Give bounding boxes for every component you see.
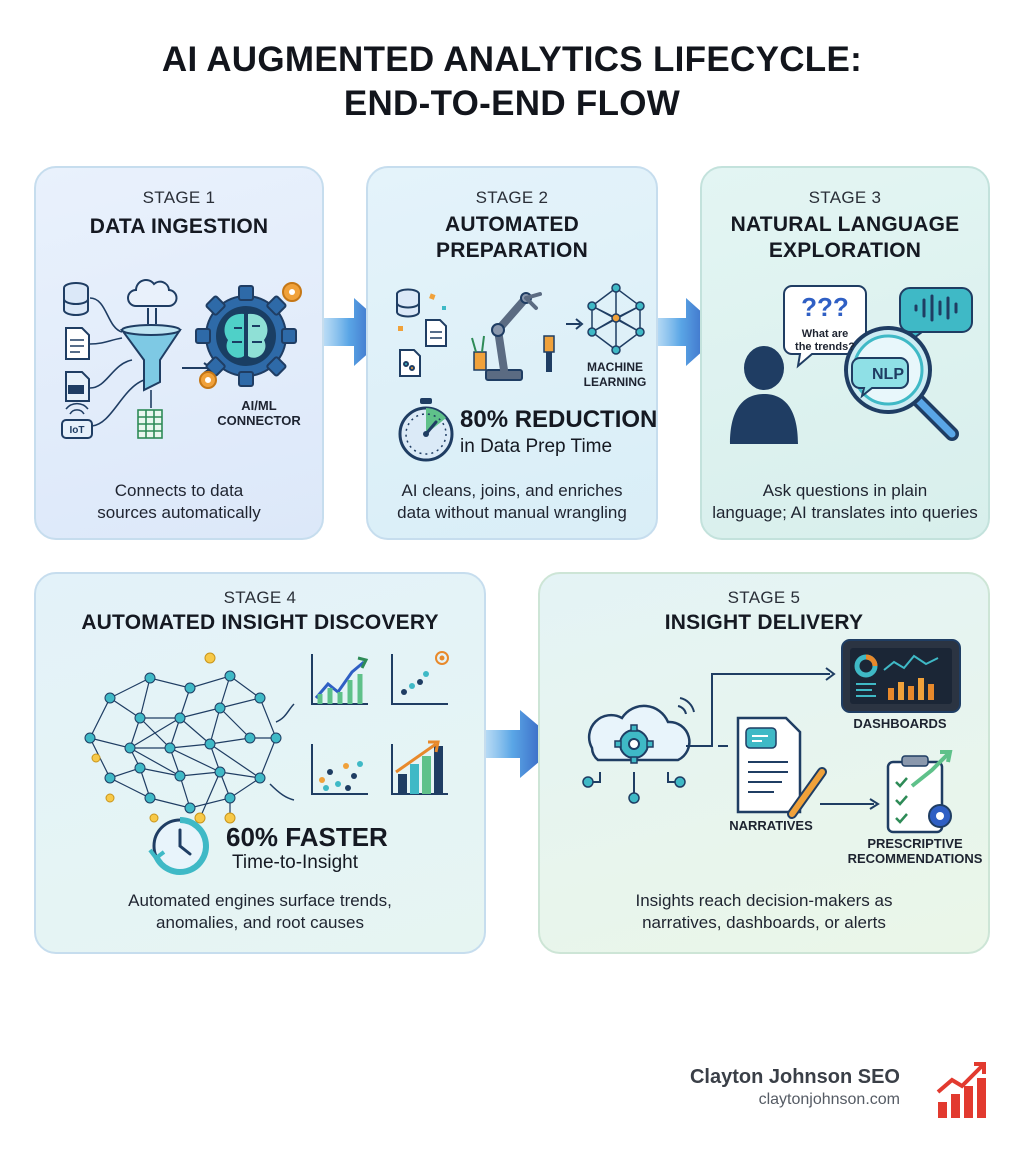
stage-5-heading: INSIGHT DELIVERY [664,611,864,634]
stage-3-description: Ask questions in plain language; AI tran… [712,481,978,522]
speech-bubble-icon [783,285,867,369]
flow-arrow-4-to-5 [454,710,560,778]
page-title: AI AUGMENTED ANALYTICS LIFECYCLE: END-TO… [0,38,1024,126]
database-icon [63,282,89,316]
title-line-2: END-TO-END FLOW [343,84,681,123]
database-icon [396,288,420,318]
chart-file-icon [399,349,421,377]
ai-ml-connector-label: AI/ML CONNECTOR [217,398,301,428]
cloud-delivery-illustration [582,639,961,834]
neural-network-icon [587,283,645,355]
growth-bar-chart-icon [391,740,448,795]
sound-wave-icon [914,294,958,322]
iot-label: IoT [70,425,85,436]
nlp-label: NLP [872,366,904,383]
stage-4-heading: AUTOMATED INSIGHT DISCOVERY [81,611,439,634]
scatter-plot-icon [311,744,368,795]
brand-logo-icon [936,1062,986,1118]
nlp-conversation-illustration: ??? [730,285,973,444]
stage-1-heading: DATA INGESTION [89,215,269,238]
stage-1-description: Connects to data sources automatically [97,481,261,522]
narrative-document-icon [736,716,827,819]
stage-2-description: AI cleans, joins, and enriches data with… [397,481,627,522]
stage-2-card: STAGE 2 AUTOMATED PREPARATION [366,166,658,540]
stage-2-stat-caption: in Data Prep Time [460,436,613,457]
data-preparation-illustration [396,283,645,381]
insight-charts-icons [311,651,449,795]
stage-2-stat-value: 80% REDUCTION [460,406,658,433]
stage-1-number: STAGE 1 [142,188,216,207]
data-sources-funnel-illustration: IoT [61,279,213,439]
stage-5-description: Insights reach decision-makers as narrat… [635,891,893,932]
cloud-icon [127,279,178,307]
person-silhouette-icon [730,346,798,444]
iot-device-icon [61,402,93,439]
stage-3-heading: NATURAL LANGUAGE EXPLORATION [730,213,960,262]
cloud-gear-icon [582,697,695,804]
stage-2-number: STAGE 2 [475,188,549,207]
stage-1-card: STAGE 1 DATA INGESTION IoT [34,166,324,540]
ai-brain-gear-icon [195,282,302,389]
paintbrush-icon [471,335,555,372]
neural-network-brain-icon [84,652,295,824]
stage-4-number: STAGE 4 [223,588,297,607]
brand-url: claytonjohnson.com [758,1091,900,1108]
scatter-anomaly-chart-icon [391,651,449,705]
stage-5-card: STAGE 5 INSIGHT DELIVERY [538,572,990,954]
stage-4-card: STAGE 4 AUTOMATED INSIGHT DISCOVERY [34,572,486,954]
trend-up-chart-icon [311,654,369,705]
stopwatch-icon [398,398,454,462]
stage-4-stat-value: 60% FASTER [226,822,388,852]
document-icon [65,327,90,360]
recommendations-clipboard-icon [886,750,953,834]
narratives-label: NARRATIVES [729,818,813,833]
prescriptive-recommendations-label: PRESCRIPTIVE RECOMMENDATIONS [847,836,983,866]
title-line-1: AI AUGMENTED ANALYTICS LIFECYCLE: [161,40,863,79]
dashboard-tablet-icon [841,639,961,713]
stage-2-heading: AUTOMATED PREPARATION [436,213,588,262]
stage-3-card: STAGE 3 NATURAL LANGUAGE EXPLORATION ???… [700,166,990,540]
machine-learning-label: MACHINE LEARNING [583,360,647,389]
brand-name: Clayton Johnson SEO [689,1066,900,1088]
question-marks-label: ??? [801,292,849,322]
stage-4-stat-caption: Time-to-Insight [232,852,358,873]
csv-file-icon [65,371,90,402]
stage-3-number: STAGE 3 [808,188,882,207]
stage-5-number: STAGE 5 [727,588,801,607]
spreadsheet-icon [137,409,163,439]
dashboards-label: DASHBOARDS [853,716,947,731]
stage-4-description: Automated engines surface trends, anomal… [128,891,392,932]
document-icon [425,319,447,347]
question-bubble-text: What are the trends? [795,328,855,353]
clock-refresh-icon [148,817,209,875]
robot-arm-icon [485,292,542,381]
